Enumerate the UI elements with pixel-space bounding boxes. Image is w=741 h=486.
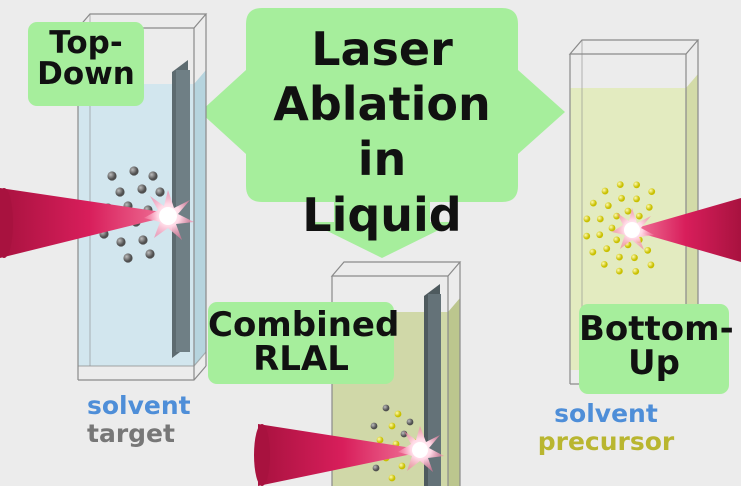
nanoparticle-icon <box>115 187 125 197</box>
laser-beam-left-end <box>0 188 13 258</box>
nanoparticles-left <box>99 166 165 263</box>
nanoparticle-icon <box>647 261 655 269</box>
legend-right-precursor: precursor <box>537 426 675 456</box>
label-top-down: Top- Down <box>28 22 144 106</box>
nanoparticle-icon <box>604 202 612 210</box>
laser-beam-left <box>0 188 162 258</box>
nanoparticle-icon <box>645 203 653 211</box>
nanoparticle-icon <box>116 237 126 247</box>
legend-left-target: target <box>87 418 175 448</box>
center-title: Laser Ablation in Liquid <box>248 20 516 242</box>
nanoparticle-icon <box>624 207 632 215</box>
label-bottom-up: Bottom- Up <box>579 304 734 394</box>
nanoparticle-icon <box>123 253 133 263</box>
nanoparticle-icon <box>608 224 616 232</box>
nanoparticle-icon <box>138 235 148 245</box>
nanoparticle-icon <box>398 462 406 470</box>
nanoparticle-icon <box>600 260 608 268</box>
nanoparticle-icon <box>406 418 414 426</box>
nanoparticle-icon <box>376 436 384 444</box>
nanoparticle-icon <box>388 474 396 482</box>
label-combined-line-2: RLAL <box>253 339 349 379</box>
nanoparticle-icon <box>632 267 640 275</box>
nanoparticle-icon <box>388 422 396 430</box>
laser-beam-center <box>258 424 412 486</box>
laser-beam-right <box>640 198 741 262</box>
legend-left-solvent: solvent <box>87 391 191 420</box>
legend-right: solvent precursor <box>516 400 696 455</box>
nanoparticle-icon <box>583 232 591 240</box>
nanoparticle-icon <box>137 184 147 194</box>
nanoparticle-icon <box>148 171 158 181</box>
nanoparticle-icon <box>145 249 155 259</box>
four-way-arrow-icon <box>200 8 565 258</box>
nanoparticle-icon <box>394 410 402 418</box>
label-bottom-up-line-2: Up <box>628 343 680 383</box>
nanoparticle-icon <box>107 171 117 181</box>
nanoparticle-icon <box>618 194 625 202</box>
plasma-flash-center <box>398 426 444 472</box>
nanoparticle-icon <box>613 236 621 244</box>
solvent-center-side <box>448 298 460 486</box>
plasma-flash-right <box>612 208 654 250</box>
label-bottom-up-line-1: Bottom- <box>579 309 734 349</box>
plasma-flash-left <box>144 190 194 240</box>
solvent-left-side <box>194 70 206 366</box>
target-plate-left-front <box>176 70 190 352</box>
nanoparticle-icon <box>615 267 623 275</box>
center-title-line-3: Liquid <box>302 187 462 242</box>
nanoparticle-icon <box>633 195 640 203</box>
nanoparticle-icon <box>589 248 597 256</box>
label-top-down-line-1: Top- <box>49 25 123 61</box>
label-top-down-line-2: Down <box>37 56 135 92</box>
cuvette-left <box>0 13 208 381</box>
nanoparticle-icon <box>603 245 611 253</box>
nanoparticle-icon <box>596 231 604 239</box>
nanoparticle-icon <box>644 246 652 254</box>
nanoparticle-icon <box>129 166 139 176</box>
nanoparticle-icon <box>583 215 591 223</box>
nanoparticle-icon <box>635 212 643 220</box>
label-combined-line-1: Combined <box>208 305 400 345</box>
center-title-line-2: Ablation in <box>273 77 491 187</box>
label-combined-rlal: Combined RLAL <box>208 302 400 384</box>
nanoparticle-icon <box>155 187 165 197</box>
nanoparticle-icon <box>631 254 638 262</box>
center-title-line-1: Laser <box>311 22 453 76</box>
nanoparticle-icon <box>633 181 641 189</box>
nanoparticle-icon <box>589 199 597 207</box>
legend-left: solvent target <box>87 392 207 447</box>
nanoparticle-icon <box>382 404 390 412</box>
nanoparticle-icon <box>601 187 609 195</box>
nanoparticle-icon <box>616 253 623 261</box>
nanoparticle-icon <box>648 188 656 196</box>
legend-right-solvent: solvent <box>554 399 658 428</box>
target-plate-center-front <box>428 294 441 486</box>
nanoparticle-icon <box>596 215 604 223</box>
nanoparticle-icon <box>616 181 624 189</box>
laser-beam-center-end <box>254 424 270 486</box>
nanoparticle-icon <box>372 464 380 472</box>
nanoparticle-icon <box>370 422 378 430</box>
